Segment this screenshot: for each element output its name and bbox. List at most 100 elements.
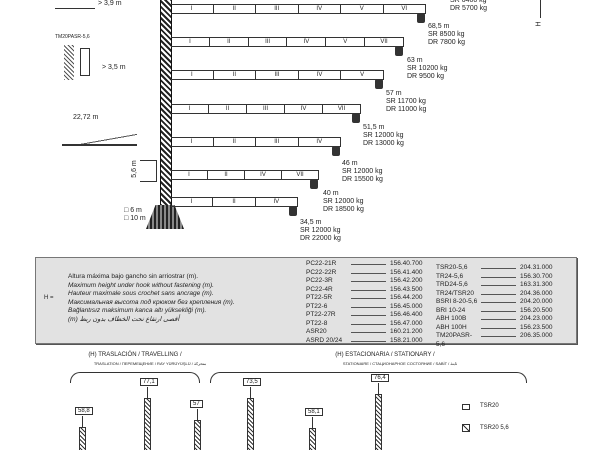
model-name: TR24-5,6: [436, 272, 464, 280]
height-value: 58,1: [305, 408, 323, 416]
load-radius: 57 m: [386, 90, 402, 97]
jib-section: V: [341, 5, 384, 13]
load-radius: 68,5 m: [428, 23, 450, 30]
crane-base: [146, 205, 184, 229]
jib-section: I: [171, 38, 210, 46]
height-value: 58,8: [75, 407, 93, 415]
model-name: BSRI 8-20-5,6: [436, 298, 478, 305]
tower-mast: [194, 420, 201, 450]
jib-section: I: [171, 171, 208, 179]
load-radius: 40 m: [323, 190, 339, 197]
height-value: 57: [190, 400, 203, 408]
load-dr: DR 15500 kg: [342, 176, 383, 183]
code-row: PC22-3R 156.42.200: [306, 277, 423, 286]
jib-section: IV: [285, 105, 323, 113]
leader-line: [351, 260, 386, 265]
leader-line: [82, 416, 83, 427]
jib-section: VI: [401, 6, 408, 12]
leader-line: [351, 311, 386, 316]
part-number: 204.20.000: [520, 298, 553, 305]
model-label: TM20PASR-5,6: [55, 34, 90, 40]
jib-section: VII: [380, 39, 388, 45]
part-number: 156.40.700: [390, 260, 423, 267]
jib-section: III: [256, 71, 299, 79]
part-number: 204.31.000: [520, 264, 553, 271]
legend-tsr20-56: TSR20 5,6: [480, 425, 509, 431]
leader-line: [351, 277, 386, 282]
part-number: 156.45.000: [390, 302, 423, 310]
part-number: 160.21.200: [390, 328, 423, 335]
load-dr: DR 9500 kg: [407, 73, 444, 80]
jib-section: II: [209, 105, 247, 113]
jib-section: I: [171, 138, 214, 146]
leader-line: [351, 294, 386, 299]
part-number: 206.35.000: [520, 332, 553, 339]
jib-section: I: [171, 198, 214, 206]
part-number: 156.42.200: [390, 277, 423, 284]
stationary-subtitle: STATIONAIRE / СТАЦИОНАРНОЕ СОСТОЯНИЕ / S…: [342, 361, 458, 366]
tower-mast: [79, 427, 86, 450]
leader-line: [481, 264, 516, 269]
legend-hatched-icon: [462, 424, 470, 432]
jib-section: IV: [299, 71, 342, 79]
leader-line: [481, 324, 516, 329]
crane-mast: [160, 0, 172, 212]
leader-line: [351, 328, 386, 333]
jib-section: II: [213, 198, 256, 206]
model-name: TRD24-5,6: [436, 281, 468, 288]
load-sr: SR 11700 kg: [386, 98, 426, 105]
code-row: BSRI 8-20-5,6 204.20.000: [436, 298, 553, 307]
jib-section: III: [256, 138, 299, 146]
jib-section: VII: [337, 106, 346, 112]
base-6m: □ 6 m: [124, 207, 142, 214]
jib-section: IV: [299, 5, 341, 13]
jib-section: III: [249, 38, 288, 46]
load-dr: DR 11000 kg: [386, 106, 427, 113]
part-number: 156.20.500: [520, 306, 553, 314]
leader-line: [481, 298, 516, 303]
jib-section: I: [171, 5, 214, 13]
load-sr: SR 12000 kg: [342, 168, 383, 175]
leader-line: [481, 273, 516, 278]
load-radius: 51,5 m: [363, 124, 385, 131]
model-name: TM20PASR-5,6: [436, 332, 472, 348]
trolley-hook-icon: [375, 79, 383, 89]
leader-line: [481, 307, 516, 312]
dim-line: [55, 8, 95, 9]
leader-line: [351, 303, 386, 308]
part-number: 156.47.000: [390, 319, 423, 327]
jib-section: II: [214, 5, 256, 13]
travelling-subtitle: TRASLATION / ПЕРЕМЕЩЕНИЕ / RAY YÜRÜYÜŞLÜ…: [93, 361, 207, 366]
model-name: PT22-5R: [306, 294, 333, 301]
jib-section: IV: [287, 38, 327, 46]
section-dim: 5,6 m: [130, 160, 138, 178]
length-dim: 22,72 m: [73, 114, 99, 121]
model-name: PT22-27R: [306, 311, 336, 318]
section-bracket: [140, 160, 157, 182]
model-name: ASRD 20/24: [306, 336, 343, 344]
trolley-hook-icon: [332, 146, 340, 156]
load-sr: SR 12000 kg: [363, 132, 404, 139]
legend-tsr20: TSR20: [480, 403, 499, 409]
leader-line: [481, 281, 516, 286]
stationary-title: (H) ESTACIONARIA / STATIONARY /: [335, 352, 435, 358]
load-dr: DR 22000 kg: [300, 235, 341, 242]
height-value: 73,5: [243, 378, 261, 386]
model-name: PC22-3R: [306, 277, 333, 284]
load-sr: SR 12000 kg: [323, 198, 364, 205]
